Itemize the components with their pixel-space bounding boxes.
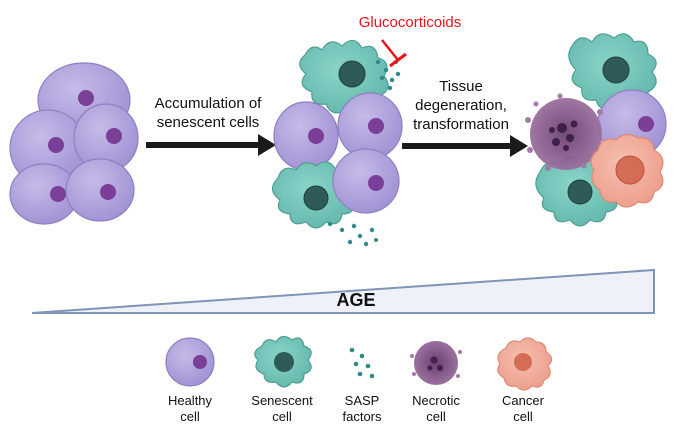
sasp-factors-bottom <box>327 221 378 247</box>
right-cell-cluster <box>525 33 667 227</box>
cancer-cell <box>590 133 664 208</box>
legend-sasp-line2: factors <box>342 409 382 424</box>
cancer-cell-icon <box>497 337 553 391</box>
tissue-label-line1: Tissue <box>439 78 483 95</box>
middle-cell-cluster <box>271 39 403 229</box>
legend-necrotic-line2: cell <box>426 409 446 424</box>
legend-sasp-line1: SASP <box>345 393 380 408</box>
sasp-factors-icon <box>349 347 375 379</box>
accumulation-label-line2: senescent cells <box>157 114 260 131</box>
glucocorticoids-inhibitor <box>381 39 407 68</box>
legend-senescent-line1: Senescent <box>251 393 313 408</box>
healthy-cell-icon <box>165 337 215 387</box>
necrotic-cell-icon <box>410 341 462 385</box>
glucocorticoids-label: Glucocorticoids <box>359 14 462 31</box>
healthy-cell <box>337 92 403 160</box>
legend-necrotic-line1: Necrotic <box>412 393 460 408</box>
healthy-cell <box>273 101 339 171</box>
legend-cancer-line1: Cancer <box>502 393 545 408</box>
accumulation-label-line1: Accumulation of <box>155 95 263 112</box>
tissue-label-line3: transformation <box>413 116 509 133</box>
senescent-cell-icon <box>254 335 312 388</box>
healthy-cell <box>73 103 139 173</box>
legend-cancer-line2: cell <box>513 409 533 424</box>
legend-healthy-line2: cell <box>180 409 200 424</box>
legend-healthy-line1: Healthy <box>168 393 213 408</box>
legend-senescent-line2: cell <box>272 409 292 424</box>
accumulation-arrow <box>146 134 276 156</box>
tissue-degeneration-arrow <box>402 135 528 157</box>
age-label: AGE <box>336 290 375 310</box>
healthy-cell <box>65 158 135 222</box>
legend: Healthy cell Senescent cell SASP factors… <box>165 335 553 424</box>
age-gradient-triangle <box>31 268 655 314</box>
tissue-label-line2: degeneration, <box>415 97 507 114</box>
necrotic-cell <box>525 93 607 171</box>
healthy-cell <box>332 148 400 214</box>
healthy-cell-cluster <box>9 62 139 225</box>
